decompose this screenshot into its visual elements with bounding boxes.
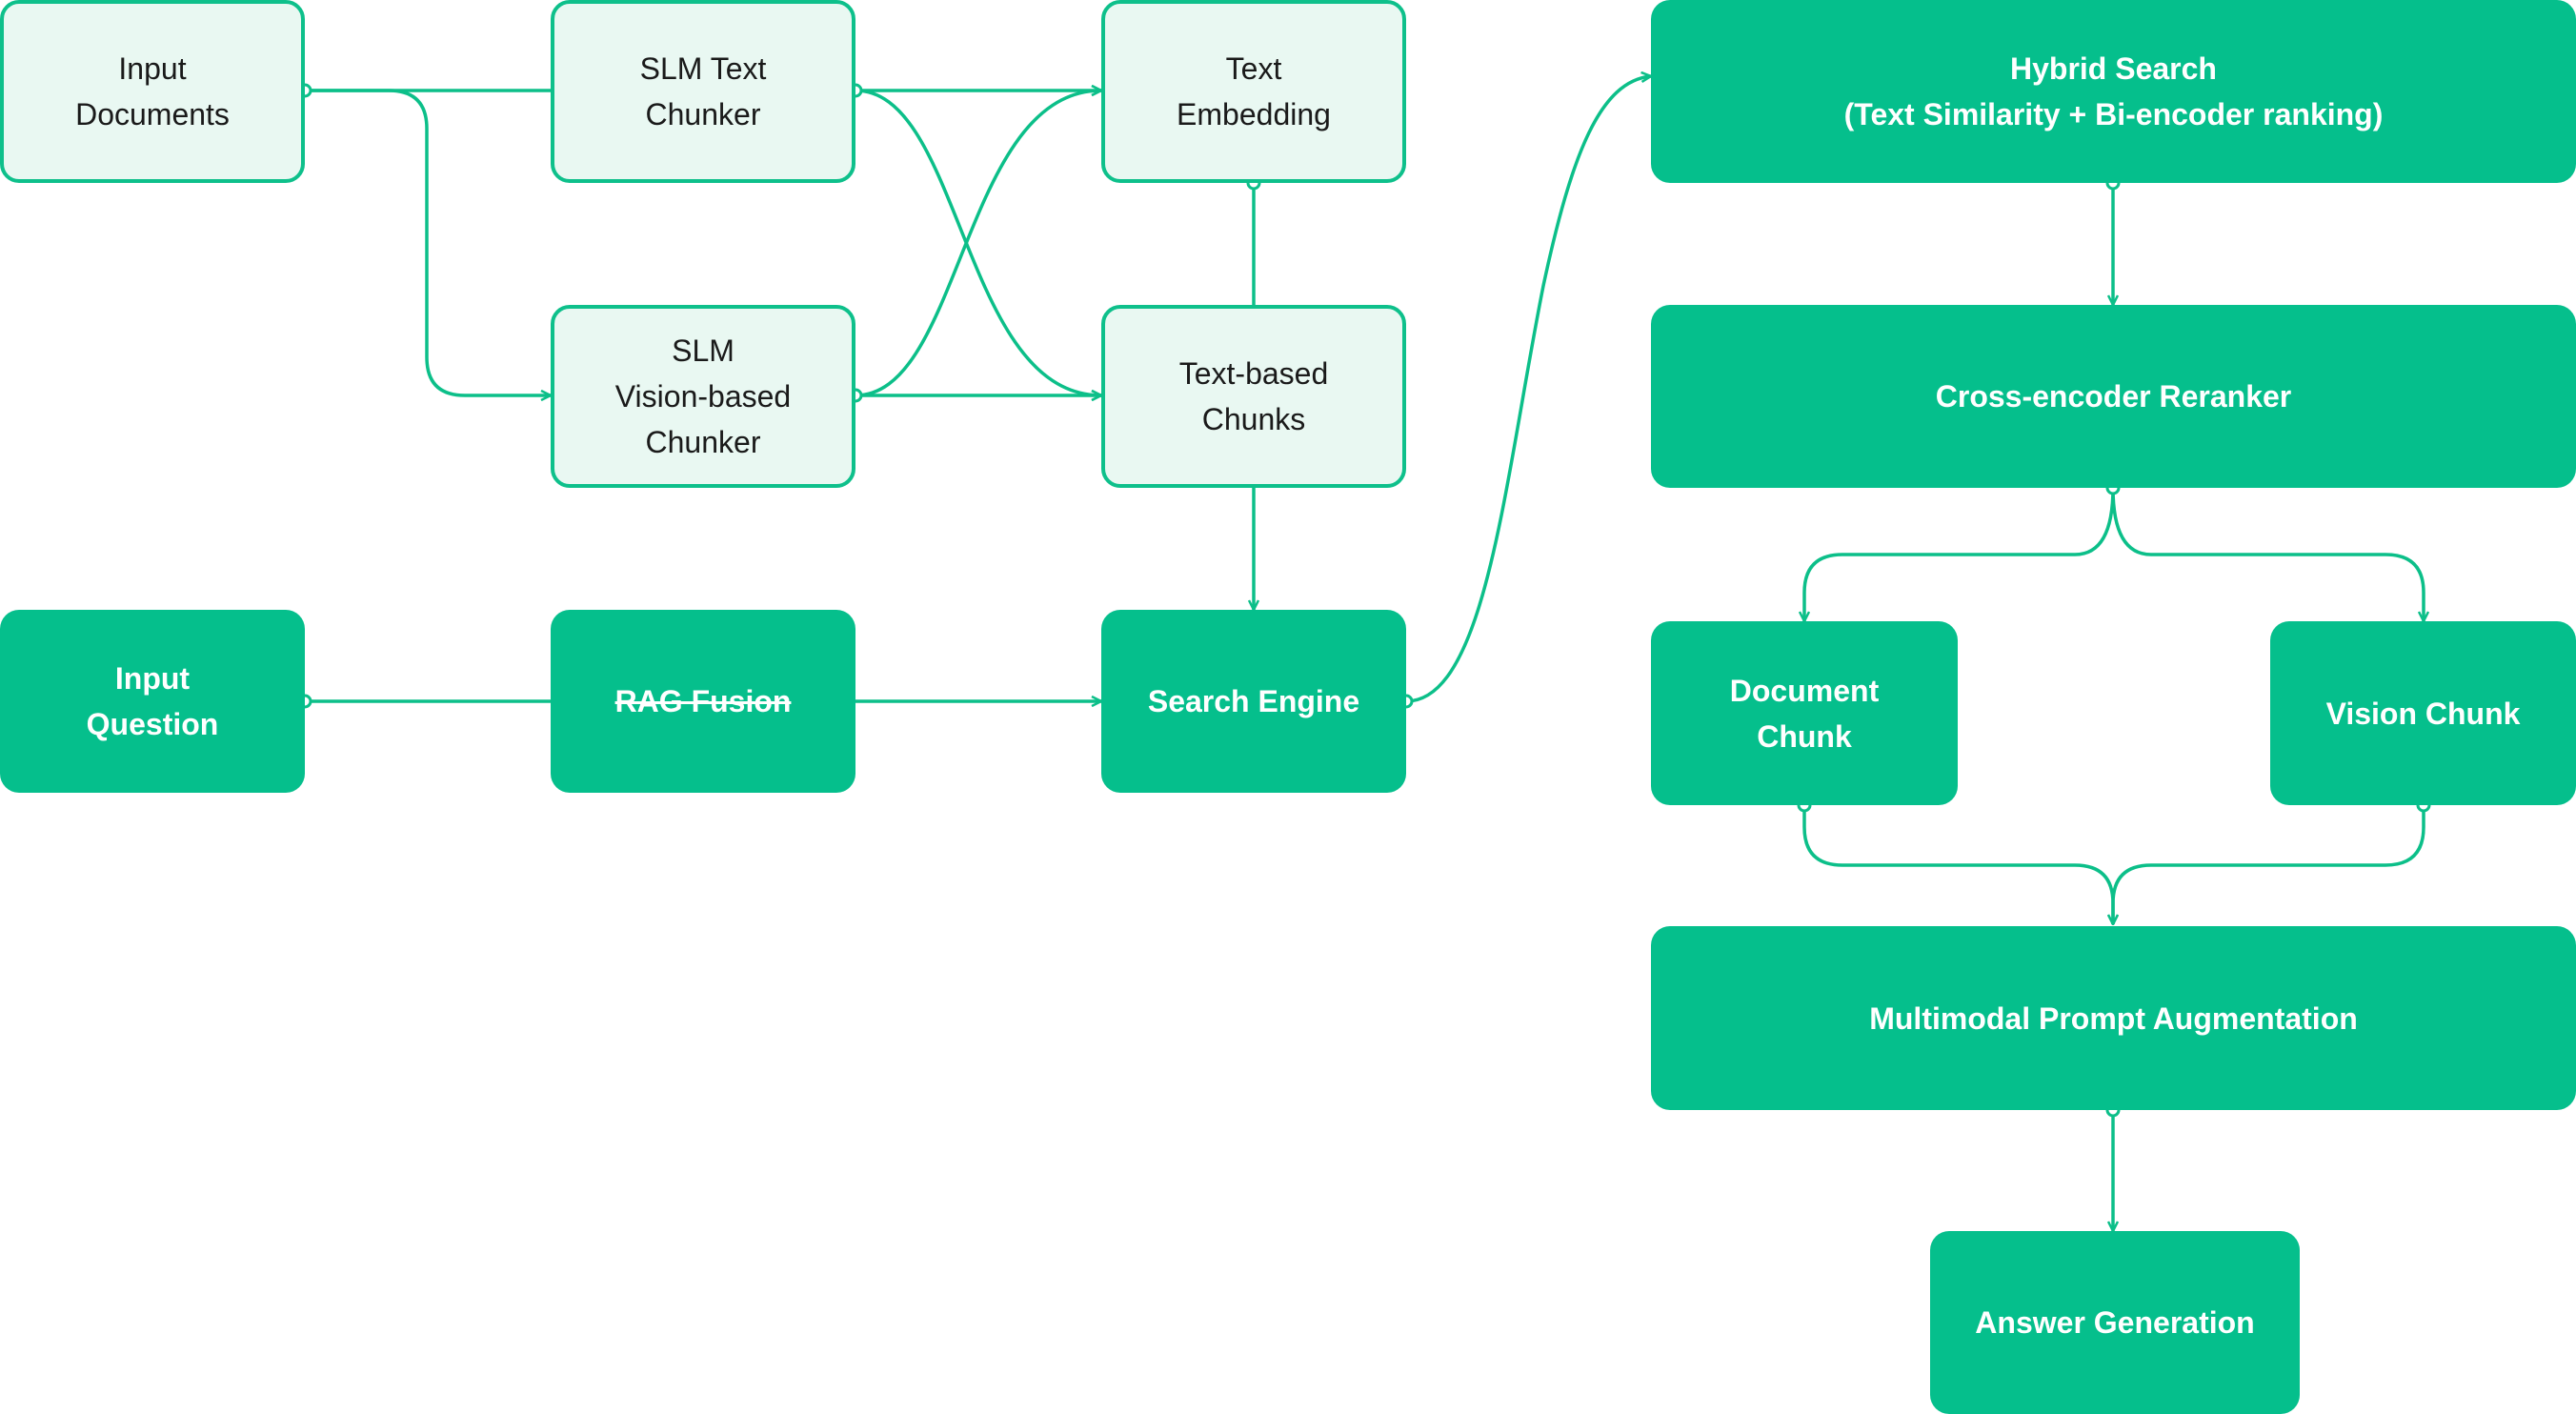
node-label: Text Embedding: [1177, 51, 1331, 131]
node-rag-fusion: RAG Fusion: [551, 610, 855, 793]
edge-search-engine-to-hybrid-search: [1405, 76, 1651, 703]
node-slm-text-chunker: SLM Text Chunker: [551, 0, 855, 183]
node-label: Text-based Chunks: [1178, 356, 1329, 436]
node-label: Hybrid Search (Text Similarity + Bi-enco…: [1843, 51, 2384, 131]
node-label: Input Documents: [75, 51, 230, 131]
node-multimodal-prompt-augmentation: Multimodal Prompt Augmentation: [1651, 926, 2576, 1110]
node-search-engine: Search Engine: [1101, 610, 1406, 793]
node-vision-chunk: Vision Chunk: [2270, 621, 2576, 805]
edge-reranker-to-vision-chunk: [2111, 487, 2424, 621]
node-label: Cross-encoder Reranker: [1935, 379, 2292, 414]
node-input-question: Input Question: [0, 610, 305, 793]
node-label: SLM Text Chunker: [639, 51, 767, 131]
node-label: Answer Generation: [1975, 1305, 2255, 1340]
edge-reranker-to-document-chunk: [1804, 487, 2115, 621]
edge-document-chunk-to-augmentation: [1802, 805, 2113, 924]
node-label: Vision Chunk: [2325, 696, 2521, 731]
node-input-documents: Input Documents: [0, 0, 305, 183]
node-text-embedding: Text Embedding: [1101, 0, 1406, 183]
node-label: SLM Vision-based Chunker: [614, 333, 792, 459]
node-label: Input Question: [86, 661, 219, 741]
node-label: Search Engine: [1147, 684, 1360, 718]
edge-input-documents-to-vision-chunker: [305, 89, 551, 395]
node-label: RAG Fusion: [614, 684, 792, 718]
node-document-chunk: Document Chunk: [1651, 621, 1958, 805]
edge-vision-chunk-to-augmentation: [2113, 805, 2425, 924]
node-label: Document Chunk: [1729, 673, 1880, 754]
edge-vision-chunker-to-embedding: [855, 91, 1101, 397]
node-hybrid-search: Hybrid Search (Text Similarity + Bi-enco…: [1651, 0, 2576, 183]
node-cross-encoder-reranker: Cross-encoder Reranker: [1651, 305, 2576, 488]
node-text-based-chunks: Text-based Chunks: [1101, 305, 1406, 488]
node-slm-vision-chunker: SLM Vision-based Chunker: [551, 305, 855, 488]
node-label: Multimodal Prompt Augmentation: [1869, 1000, 2358, 1036]
node-answer-generation: Answer Generation: [1930, 1231, 2300, 1414]
edge-text-chunker-to-text-chunks: [855, 89, 1101, 395]
